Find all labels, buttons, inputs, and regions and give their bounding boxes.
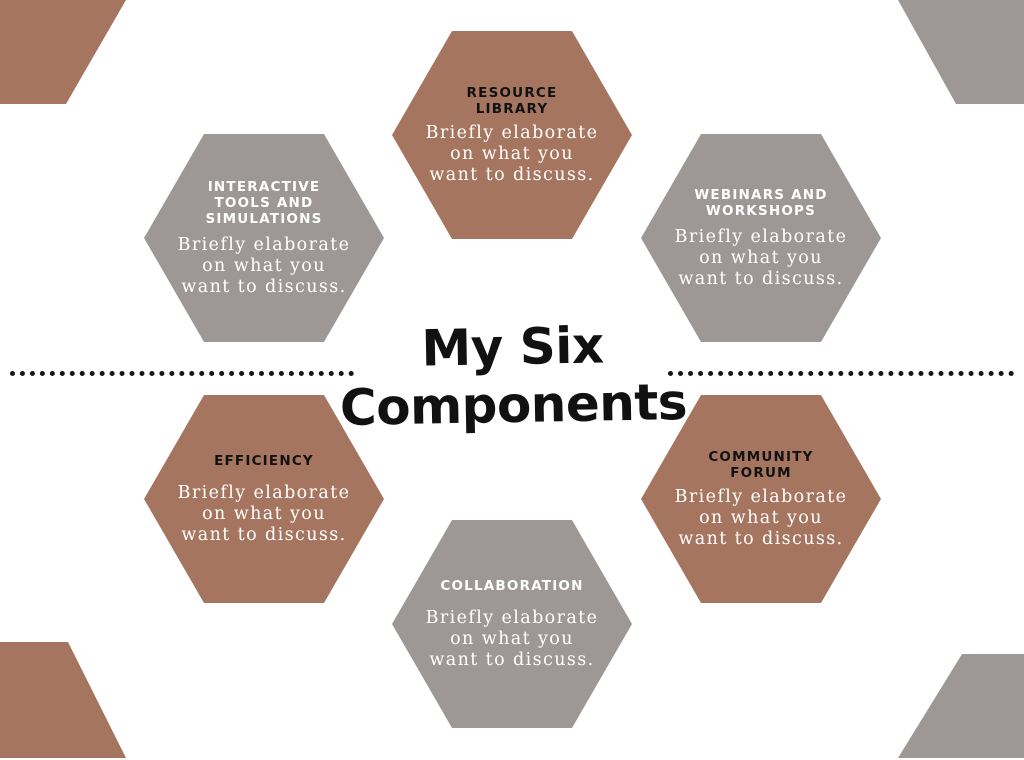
hex-body: Briefly elaborate on what you want to di… <box>177 482 351 545</box>
hex-collaboration: COLLABORATION Briefly elaborate on what … <box>392 520 632 728</box>
hex-body: Briefly elaborate on what you want to di… <box>674 486 848 549</box>
title-line-2: Components <box>339 372 688 438</box>
hex-body: Briefly elaborate on what you want to di… <box>425 122 599 185</box>
hex-heading: RESOURCE LIBRARY <box>466 84 558 117</box>
divider-right <box>668 371 1014 376</box>
hex-heading: WEBINARS AND WORKSHOPS <box>694 186 828 219</box>
diagram-title: My Six Components <box>337 315 689 437</box>
divider-left <box>10 371 354 376</box>
hex-interactive-tools: INTERACTIVE TOOLS AND SIMULATIONS Briefl… <box>144 134 384 342</box>
hex-heading: COMMUNITY FORUM <box>708 448 814 481</box>
corner-shape-bottom-left <box>0 642 126 758</box>
corner-shape-bottom-right <box>898 654 1024 758</box>
hex-heading: EFFICIENCY <box>214 452 314 469</box>
hex-heading: INTERACTIVE TOOLS AND SIMULATIONS <box>205 178 323 227</box>
corner-shape-top-left <box>0 0 126 104</box>
hex-body: Briefly elaborate on what you want to di… <box>177 234 351 297</box>
hex-webinars-workshops: WEBINARS AND WORKSHOPS Briefly elaborate… <box>641 134 881 342</box>
hex-resource-library: RESOURCE LIBRARY Briefly elaborate on wh… <box>392 31 632 239</box>
title-line-1: My Six <box>420 316 605 378</box>
hex-body: Briefly elaborate on what you want to di… <box>425 607 599 670</box>
corner-shape-top-right <box>898 0 1024 104</box>
hex-heading: COLLABORATION <box>440 577 584 594</box>
hex-body: Briefly elaborate on what you want to di… <box>674 226 848 289</box>
